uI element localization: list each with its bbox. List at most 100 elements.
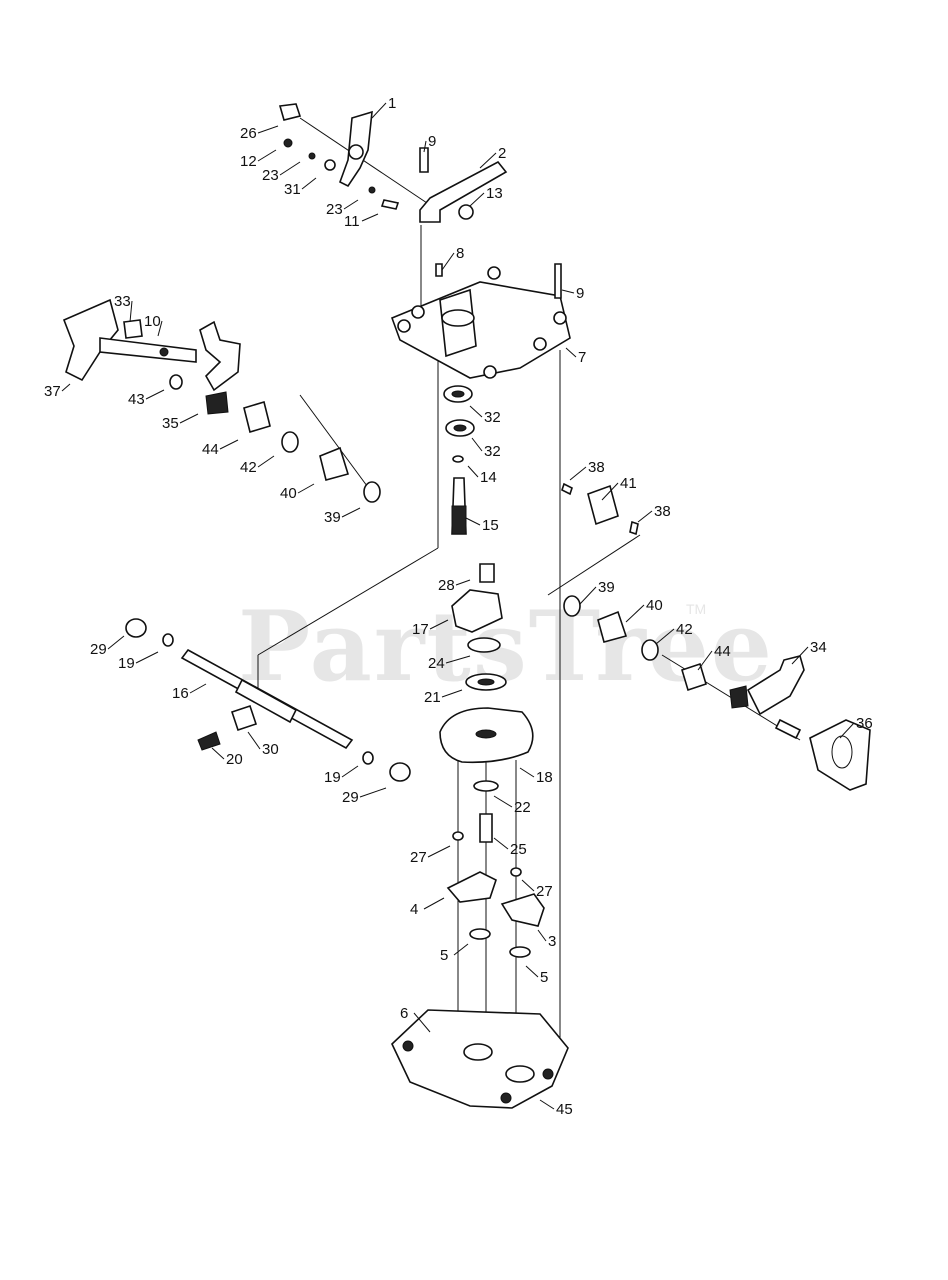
callout-label: 21	[424, 689, 441, 706]
callout-leader	[429, 619, 449, 630]
callout-label: 18	[536, 769, 553, 786]
callout-label: 19	[324, 769, 341, 786]
callout-label: 5	[440, 947, 448, 964]
callout-label: 12	[240, 153, 257, 170]
callout-label: 20	[226, 751, 243, 768]
callout-label: 19	[118, 655, 135, 672]
callout-leader	[579, 586, 597, 605]
callout-label: 43	[128, 391, 145, 408]
callout-leader	[61, 383, 71, 392]
callout-leader	[465, 517, 481, 526]
callout-label: 22	[514, 799, 531, 816]
callout-label: 3	[548, 933, 556, 950]
callout-leader	[413, 1012, 431, 1033]
callout-label: 23	[326, 201, 343, 218]
callout-label: 27	[536, 883, 553, 900]
callout-leader	[423, 897, 445, 910]
callout-label: 5	[540, 969, 548, 986]
callout-label: 9	[428, 133, 436, 150]
callout-label: 44	[714, 643, 731, 660]
callout-label: 8	[456, 245, 464, 262]
callout-label: 1	[388, 95, 396, 112]
callout-label: 15	[482, 517, 499, 534]
left-lever-assembly	[62, 298, 381, 503]
control-arm-assembly	[278, 103, 508, 223]
callout-label: 10	[144, 313, 161, 330]
callout-leader	[343, 199, 359, 210]
callout-leader	[341, 507, 361, 518]
callout-leader	[791, 646, 809, 665]
callout-leader	[469, 192, 485, 207]
lower-housing	[391, 1009, 569, 1109]
callout-leader	[297, 483, 315, 494]
callout-leader	[637, 510, 653, 523]
callout-leader	[519, 767, 535, 778]
callout-leader	[157, 320, 163, 337]
callout-label: 38	[588, 459, 605, 476]
callout-leader	[471, 437, 483, 452]
callout-label: 29	[342, 789, 359, 806]
callout-leader	[455, 579, 471, 586]
callout-leader	[569, 466, 587, 481]
right-lever-assembly	[561, 482, 871, 791]
callout-leader	[561, 289, 575, 294]
callout-label: 28	[438, 577, 455, 594]
callout-leader	[537, 929, 547, 942]
callout-leader	[257, 149, 277, 162]
shift-shaft-assembly	[125, 618, 411, 782]
callout-label: 24	[428, 655, 445, 672]
callout-label: 42	[240, 459, 257, 476]
callout-leaders	[61, 102, 855, 1110]
callout-label: 33	[114, 293, 131, 310]
callout-label: 39	[324, 509, 341, 526]
callout-label: 16	[172, 685, 189, 702]
bearings-and-pinion	[443, 385, 475, 535]
callout-leader	[525, 965, 539, 978]
callout-leader	[247, 731, 261, 750]
callout-leader	[697, 650, 713, 671]
callout-leader	[361, 213, 379, 222]
callout-label: 45	[556, 1101, 573, 1118]
callout-leader	[493, 795, 513, 808]
callout-leader	[625, 604, 645, 623]
callout-leader	[469, 405, 483, 418]
callout-leader	[467, 465, 479, 478]
callout-leader	[445, 655, 471, 664]
callout-leader	[493, 837, 509, 850]
callout-label: 39	[598, 579, 615, 596]
callout-label: 32	[484, 443, 501, 460]
callout-leader	[479, 152, 497, 169]
callout-label: 2	[498, 145, 506, 162]
callout-label: 38	[654, 503, 671, 520]
callout-label: 27	[410, 849, 427, 866]
callout-leader	[521, 879, 535, 892]
callout-leader	[565, 347, 577, 358]
watermark-trademark: TM	[686, 601, 706, 617]
callout-label: 44	[202, 441, 219, 458]
callout-leader	[189, 683, 207, 694]
center-gear-stack	[439, 563, 534, 843]
callout-leader	[301, 177, 317, 190]
callout-label: 31	[284, 181, 301, 198]
callout-label: 32	[484, 409, 501, 426]
callout-leader	[371, 102, 387, 119]
callout-leader	[441, 252, 455, 271]
callout-leader	[279, 161, 301, 176]
callout-leader	[539, 1099, 555, 1110]
callout-leader	[219, 439, 239, 450]
callout-label: 35	[162, 415, 179, 432]
callout-leader	[359, 787, 387, 798]
callout-leader	[211, 747, 225, 760]
callout-label: 17	[412, 621, 429, 638]
callout-leader	[839, 722, 855, 739]
callout-label: 7	[578, 349, 586, 366]
callout-leader	[423, 140, 427, 153]
callout-label: 6	[400, 1005, 408, 1022]
callout-leader	[427, 845, 451, 858]
callout-label: 37	[44, 383, 61, 400]
callout-leader	[135, 651, 159, 664]
callout-leader	[257, 125, 279, 134]
callout-leader	[655, 628, 675, 645]
callout-label: 9	[576, 285, 584, 302]
